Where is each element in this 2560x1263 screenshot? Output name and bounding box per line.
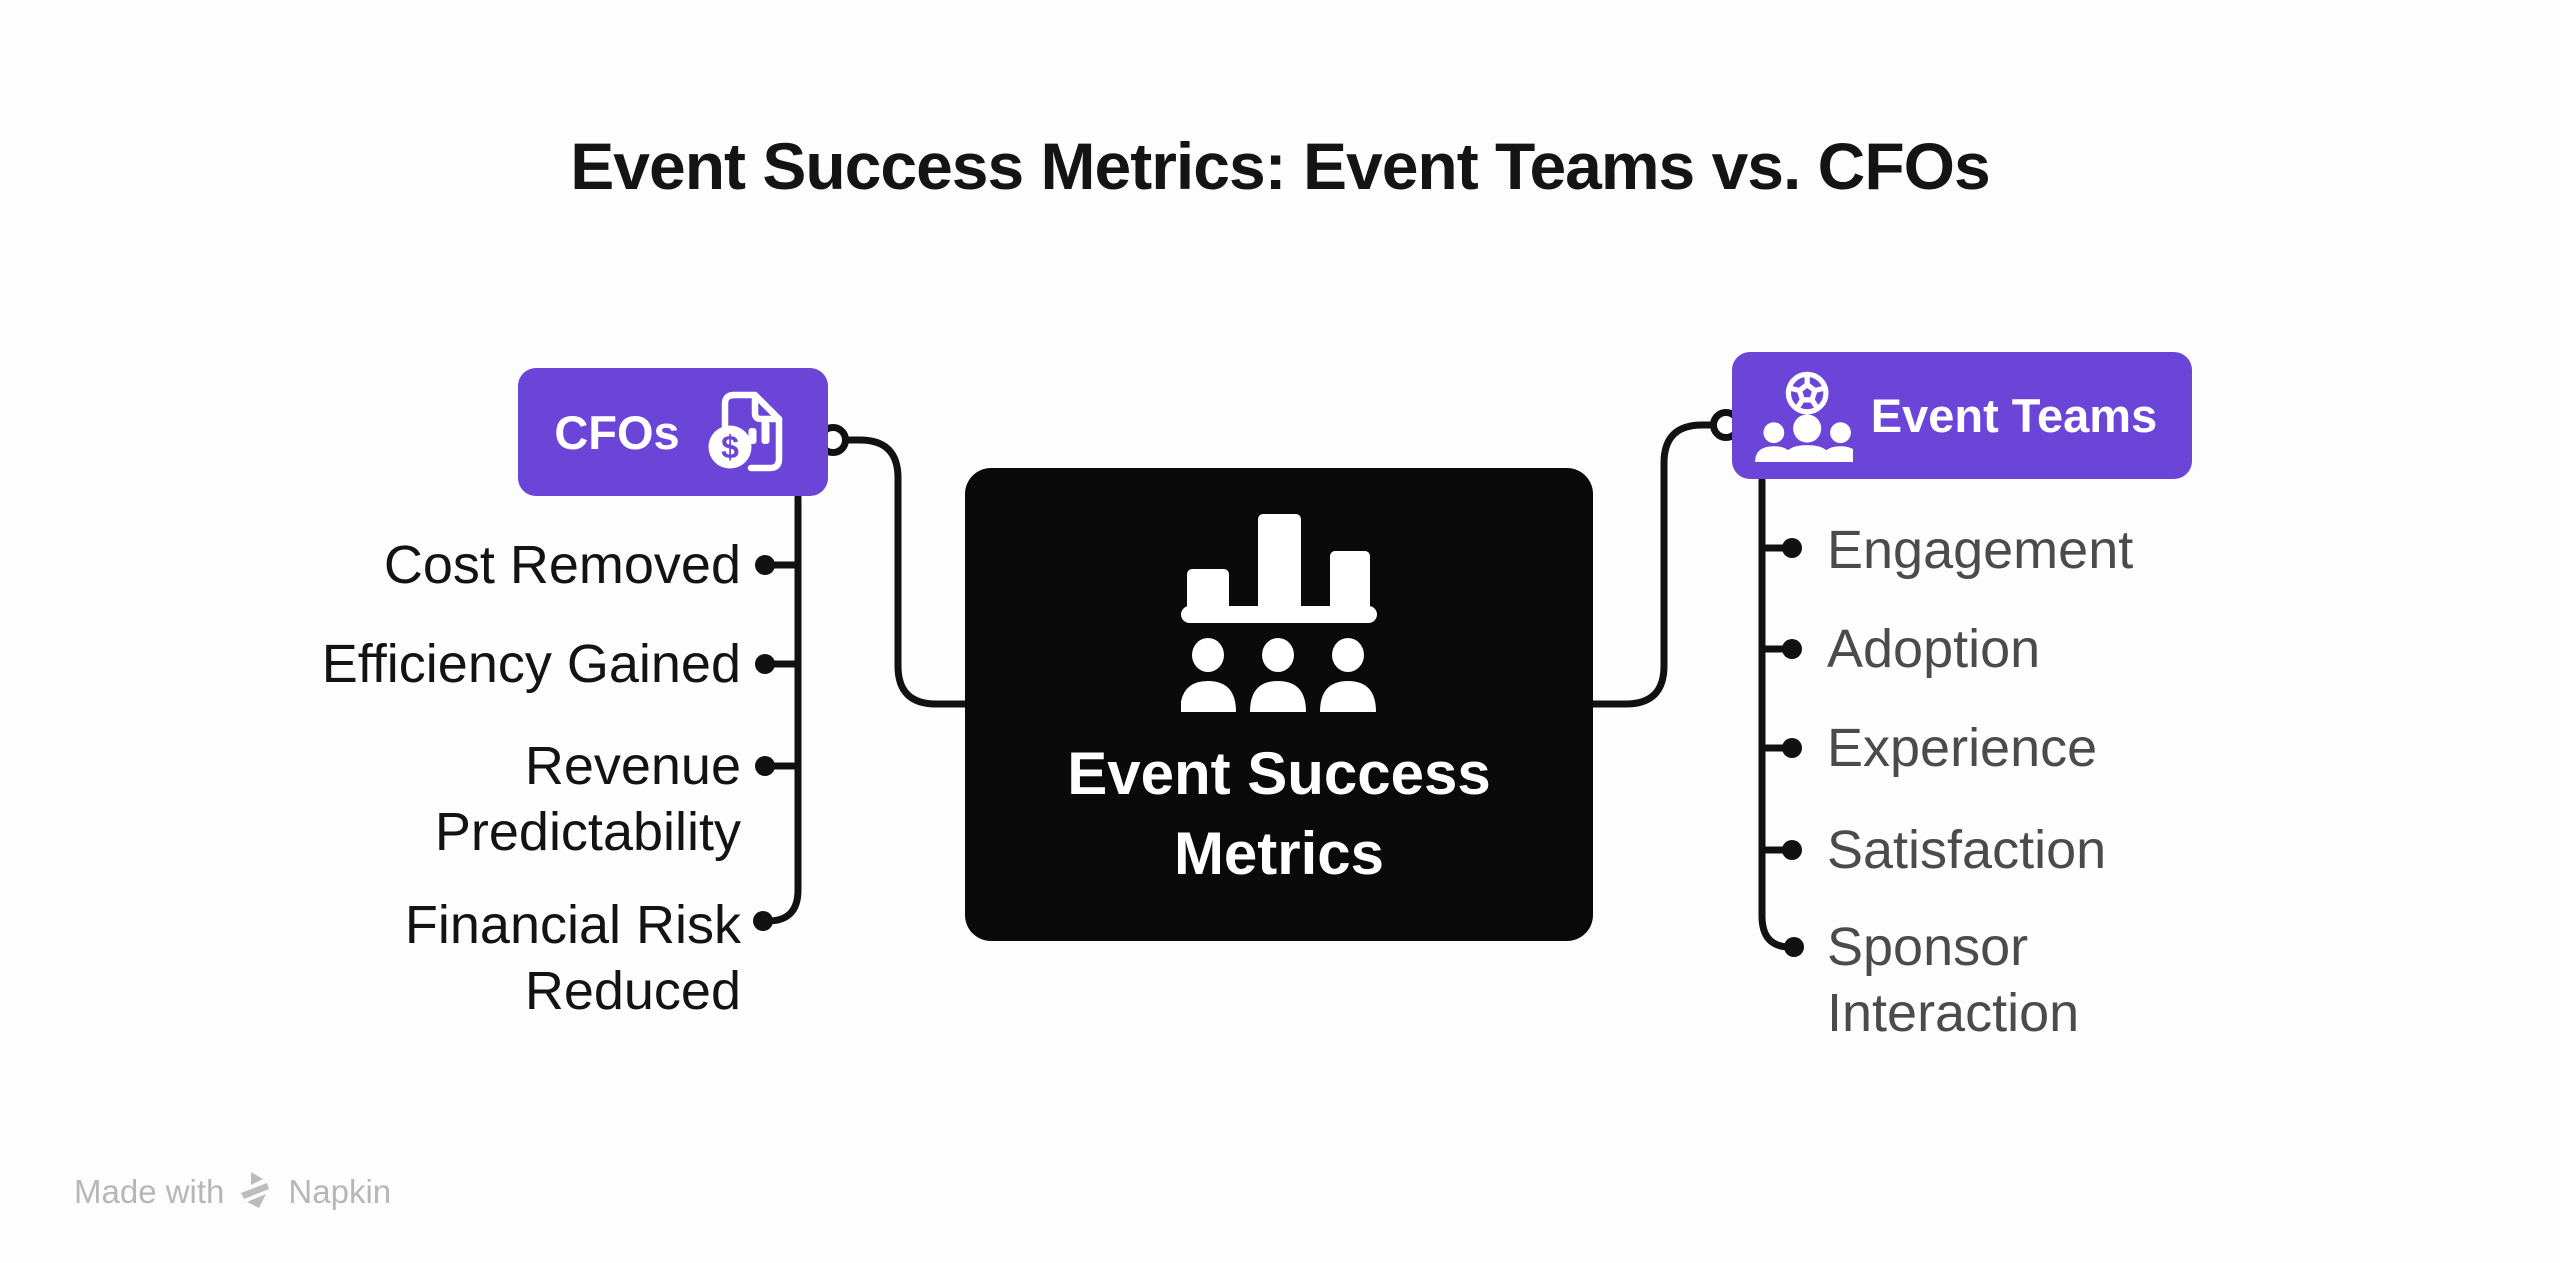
bar-chart-people-icon xyxy=(1181,514,1377,712)
teams-item-sponsor-interaction: Sponsor Interaction xyxy=(1827,917,2080,1043)
center-node-label: Event Success Metrics xyxy=(1067,740,1491,887)
center-to-teams-connector xyxy=(1589,409,1742,708)
node-cfos: CFOs $ xyxy=(518,368,828,496)
cfo-to-center-connector xyxy=(817,424,970,708)
teams-item-satisfaction: Satisfaction xyxy=(1827,820,2107,880)
dollar-glyph: $ xyxy=(721,429,739,465)
event-teams-label: Event Teams xyxy=(1870,389,2158,442)
watermark-made-with-text: Made with xyxy=(74,1173,225,1210)
cfo-branch-spine xyxy=(753,493,802,931)
cfo-item-revenue-predictability: Revenue Predictability xyxy=(434,736,741,862)
watermark: Made with Napkin xyxy=(74,1170,391,1214)
team-ball-icon xyxy=(1754,371,1853,462)
financial-report-icon: $ xyxy=(708,391,782,472)
cfo-item-efficiency-gained: Efficiency Gained xyxy=(321,634,741,694)
cfos-label: CFOs xyxy=(554,405,680,459)
cfo-item-financial-risk-reduced: Financial Risk Reduced xyxy=(404,895,741,1021)
watermark-brand-text: Napkin xyxy=(288,1173,392,1210)
teams-item-experience: Experience xyxy=(1827,718,2098,778)
node-event-success-metrics: Event Success Metrics xyxy=(965,468,1593,941)
teams-item-adoption: Adoption xyxy=(1827,619,2041,679)
page-title: Event Success Metrics: Event Teams vs. C… xyxy=(570,129,1990,203)
event-teams-branch-spine xyxy=(1758,476,1804,957)
node-event-teams: Event Teams xyxy=(1732,352,2192,479)
teams-item-engagement: Engagement xyxy=(1827,520,2134,580)
napkin-logo-icon xyxy=(241,1172,270,1208)
cfo-item-cost-removed: Cost Removed xyxy=(383,535,741,595)
